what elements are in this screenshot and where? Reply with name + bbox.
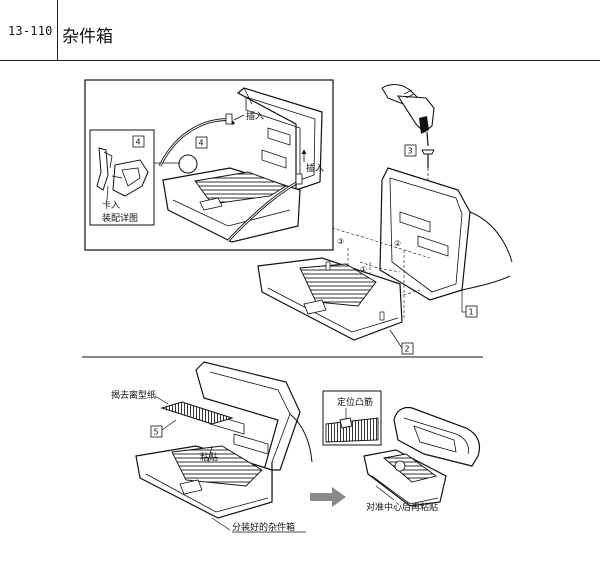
detail-caption: 装配详图 [102, 212, 138, 224]
clip-label: 卡入 [102, 199, 120, 211]
bottom-left-assembly: 揭去离型纸 5 粘贴 分装好的杂件箱 [111, 361, 313, 533]
page-id: 13-110 [8, 24, 53, 38]
top-left-assembly-view: 4 卡入 装配详图 4 [84, 79, 334, 251]
step-marker-3: ③ [337, 237, 344, 246]
side-panel-part-number: 1 [469, 308, 474, 317]
header-bar: 13-110 杂件箱 [0, 0, 600, 61]
rib-label: 定位凸筋 [337, 396, 373, 408]
step-marker-2a: ② [394, 239, 401, 248]
stick-label: 粘贴 [200, 451, 218, 463]
assembly-diagram: 4 卡入 装配详图 4 [82, 79, 513, 533]
align-center-label: 对准中心后再粘贴 [366, 501, 438, 513]
bottom-right-detail: 定位凸筋 对准中心后再粘贴 [322, 390, 481, 513]
inset-detail: 4 卡入 装配详图 [89, 129, 180, 226]
screw-part-number: 3 [408, 147, 413, 156]
next-step-arrow-icon [310, 487, 346, 507]
box-part-number: 4 [199, 139, 204, 148]
inset-part-number: 4 [136, 138, 141, 147]
tray-part-number: 2 [405, 345, 410, 354]
assembled-box-label: 分装好的杂件箱 [232, 521, 295, 533]
insert-label-right: 插入 [306, 162, 324, 174]
peel-liner-label: 揭去离型纸 [111, 389, 156, 401]
page-title: 杂件箱 [62, 27, 113, 47]
insert-label-top: 插入 [246, 110, 264, 122]
exploded-view: 3 1 ③ ① ② ② 2 [257, 84, 513, 355]
liner-part-number: 5 [154, 428, 159, 437]
header-divider [57, 0, 58, 60]
step-marker-1: ① [360, 265, 367, 274]
screwdriver-hand-icon [381, 84, 435, 147]
